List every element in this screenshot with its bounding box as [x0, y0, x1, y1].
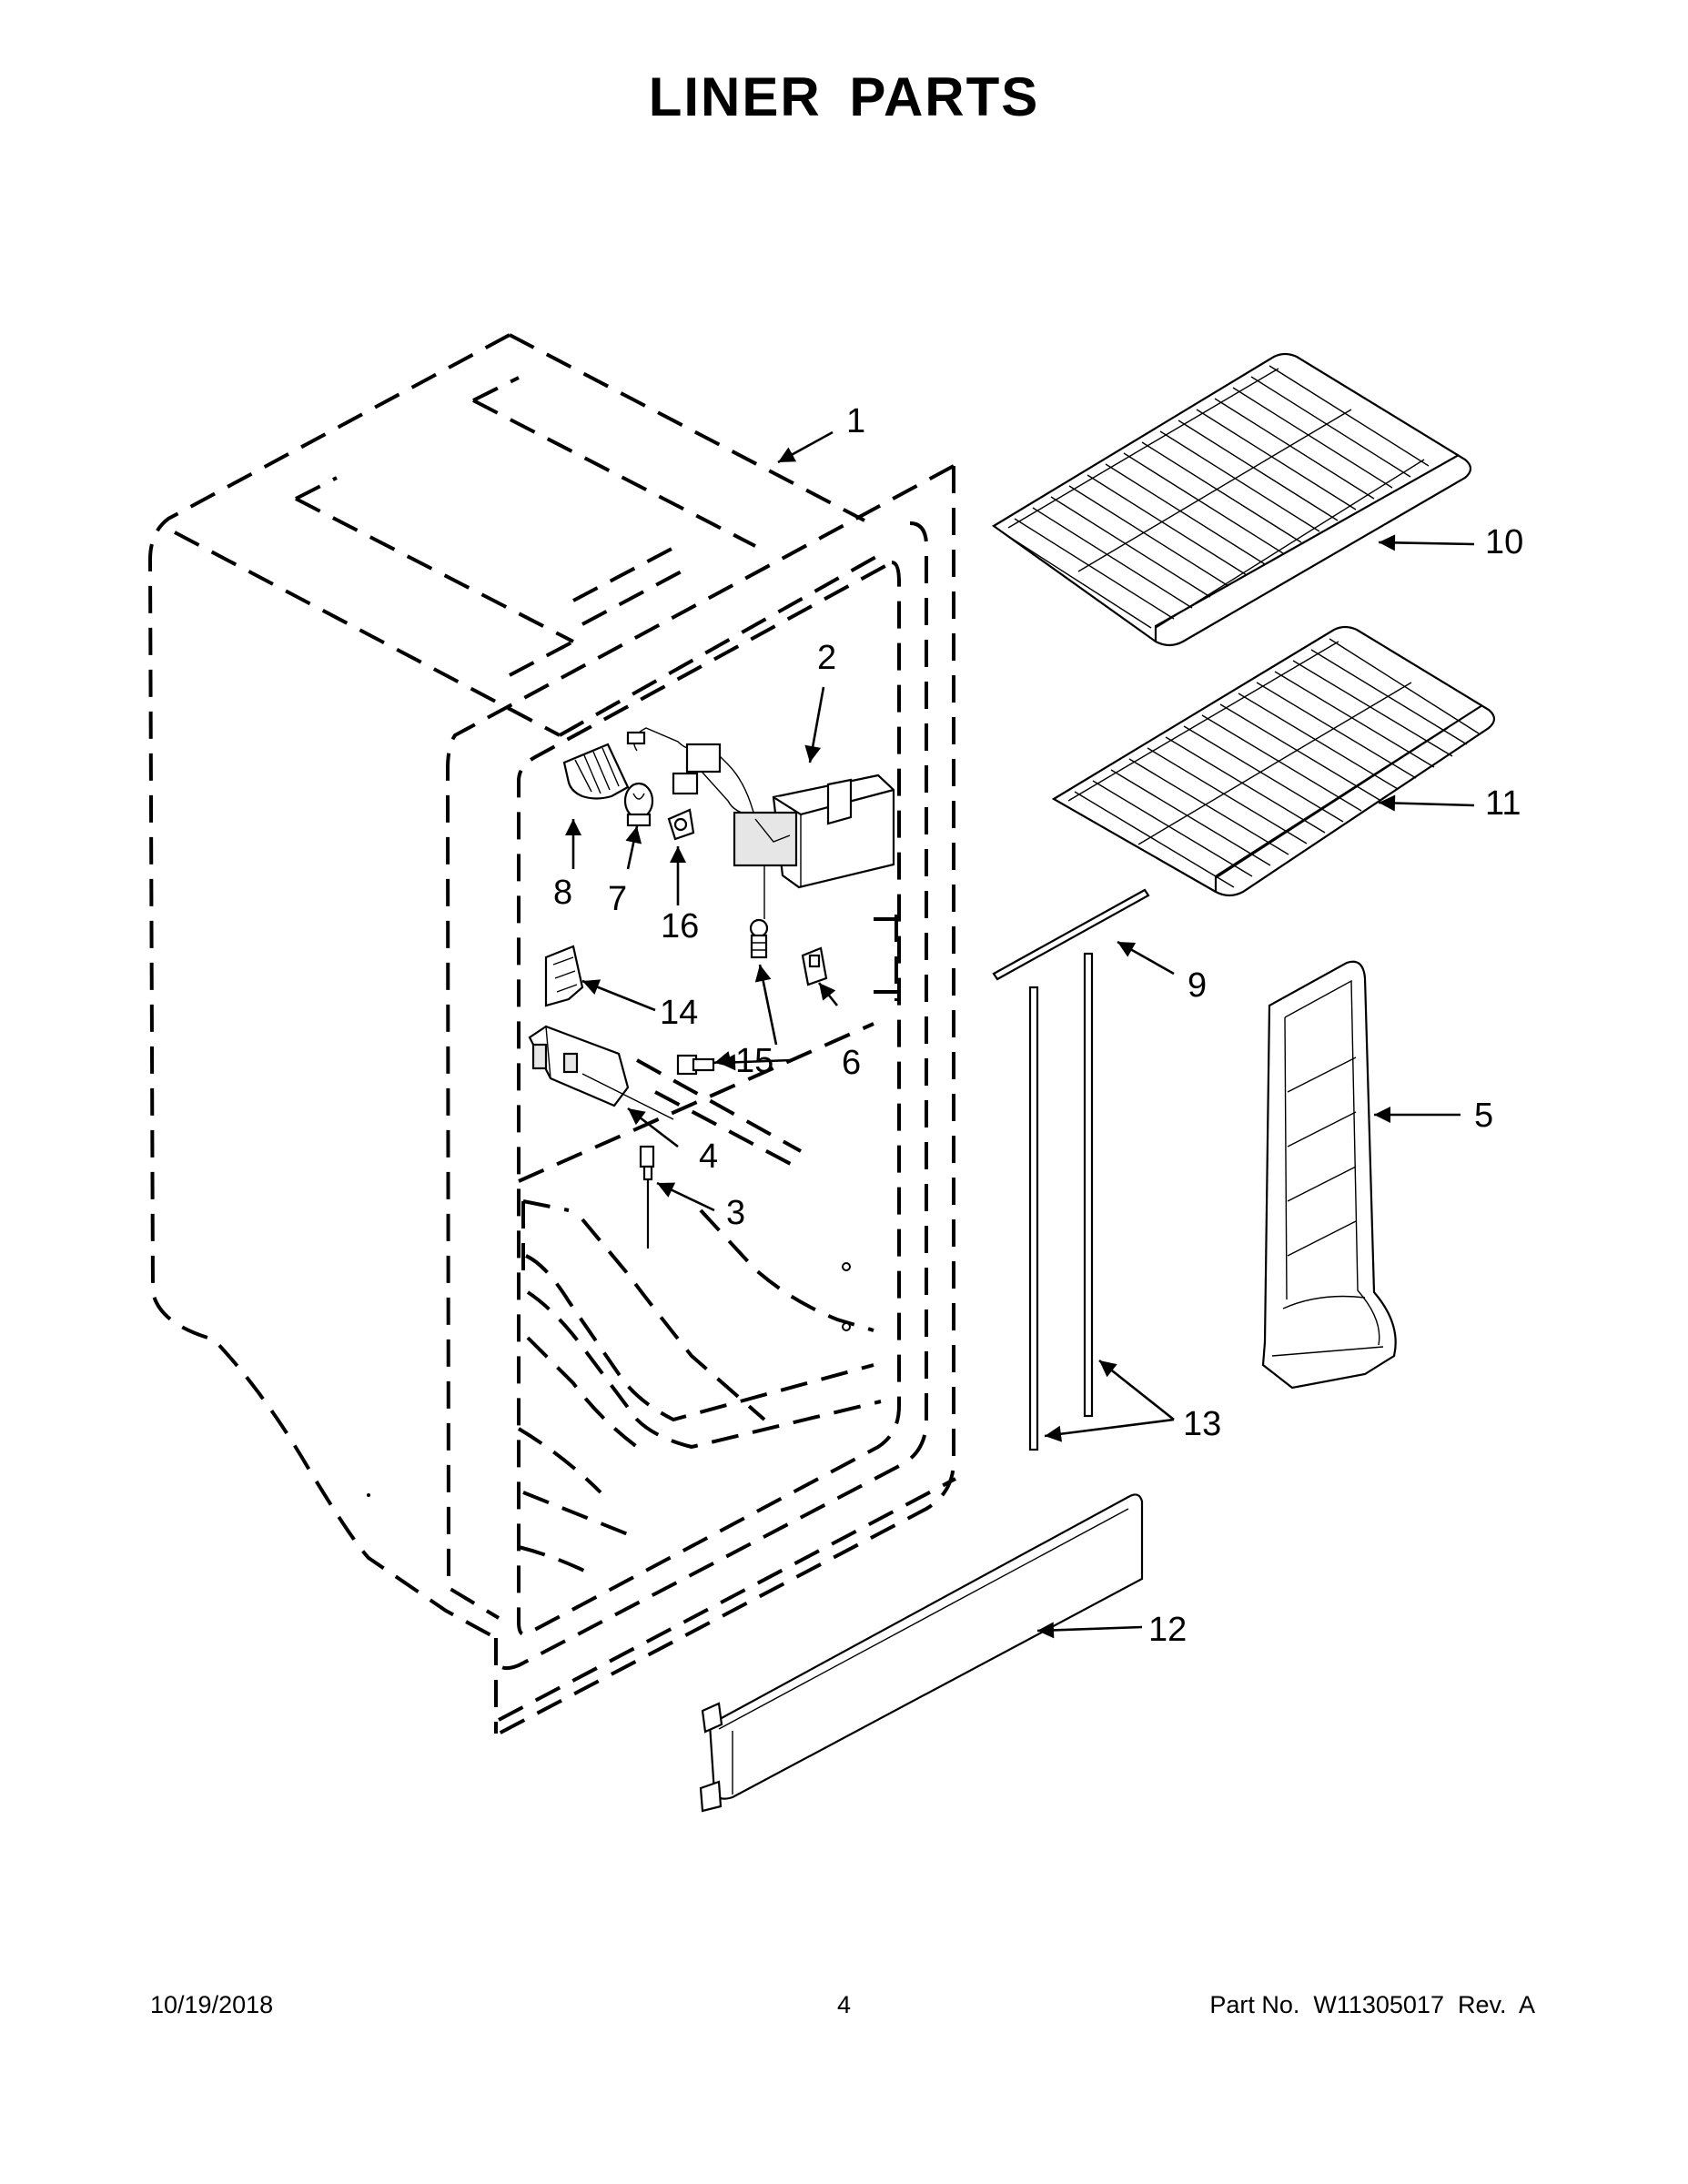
callout-2: 2: [817, 639, 836, 677]
callout-labels: 1 2 3 4 5 6 7 8 9 10 11 12 13 14 15 16: [553, 402, 1523, 1649]
callout-10: 10: [1485, 523, 1523, 561]
part-15-screw-lower: [676, 1054, 715, 1076]
part-8-light-shield: [562, 743, 630, 800]
part-6-switch: [801, 946, 828, 986]
part-16-light-socket: [667, 808, 695, 841]
callout-1: 1: [846, 402, 865, 440]
part-10-shelf: [991, 352, 1472, 647]
callout-12: 12: [1148, 1611, 1187, 1649]
cabinet-liner: [147, 333, 956, 1735]
callout-6: 6: [842, 1044, 861, 1082]
part-5-duct-cover: [1261, 960, 1397, 1390]
part-9-trim-strip: [992, 888, 1150, 981]
callout-7: 7: [608, 880, 627, 918]
part-4-housing: [528, 1025, 674, 1120]
callout-3: 3: [726, 1194, 745, 1232]
callout-4: 4: [699, 1138, 718, 1176]
leader-lines: [565, 430, 1475, 1639]
shelf-10-wires: [1014, 365, 1430, 620]
callout-8: 8: [553, 874, 572, 912]
callout-5: 5: [1474, 1097, 1493, 1135]
callout-13: 13: [1183, 1405, 1221, 1443]
page-title: LINER PARTS: [648, 66, 1040, 127]
footer-part-number: Part No. W11305017 Rev. A: [1209, 1991, 1535, 2018]
part-7-light-bulb: [623, 782, 654, 827]
part-14-clip: [544, 945, 584, 1007]
part-2-control-housing: [626, 727, 895, 919]
callout-16: 16: [661, 907, 699, 945]
part-12-base-cover: [699, 1493, 1144, 1813]
callout-14: 14: [660, 994, 698, 1032]
footer-page-number: 4: [836, 1991, 852, 2018]
callout-15: 15: [735, 1042, 773, 1080]
callout-11: 11: [1485, 784, 1521, 823]
part-3-sensor: [639, 1145, 655, 1249]
part-13-trim-strips: [1028, 952, 1094, 1451]
shelf-11-wires: [1074, 638, 1480, 888]
part-11-shelf: [1051, 625, 1496, 897]
part-15-screw-upper: [749, 918, 769, 959]
callout-9: 9: [1188, 966, 1207, 1005]
footer-date: 10/19/2018: [150, 1991, 274, 2018]
